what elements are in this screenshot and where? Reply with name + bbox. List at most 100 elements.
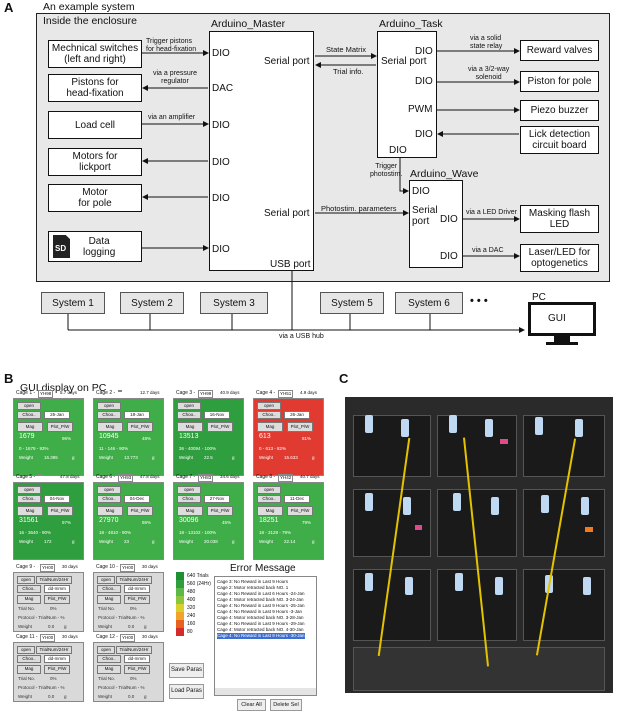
cage-choose-select[interactable]: Choo..: [257, 411, 281, 419]
error-list-item[interactable]: Cage 3: No Reward in Last 9 Hours: [217, 579, 289, 584]
cage-plot-button[interactable]: Plot_P/W: [207, 422, 233, 432]
error-scrollbar[interactable]: [215, 688, 316, 695]
error-list-item[interactable]: Cage 4: Motor retracted back NO. 3-24-Ja…: [217, 597, 304, 602]
cage-mouse-id[interactable]: YH00: [40, 634, 56, 642]
clear-all-button[interactable]: Clear All: [237, 699, 266, 711]
cage-plot-button[interactable]: Plot_P/W: [287, 506, 313, 516]
cage-trialnum-button[interactable]: TrialNum/24Hr: [36, 646, 72, 654]
cage-percent: 0%: [130, 606, 137, 611]
cage-mag-button[interactable]: Mag: [177, 506, 203, 516]
cage-open-button[interactable]: open: [17, 646, 35, 654]
cage-choose-select[interactable]: Choo..: [177, 411, 201, 419]
cage-plot-button[interactable]: Plot_P/W: [44, 665, 70, 674]
error-list-item[interactable]: Cage 4: No Reward in Last 9 Hours -29-Ja…: [217, 621, 305, 626]
cage-choose-select[interactable]: Choo..: [97, 585, 121, 593]
cage-plot-button[interactable]: Plot_P/W: [124, 595, 150, 604]
cage-trialnum-button[interactable]: TrialNum/24Hr: [36, 576, 72, 584]
cage-weight-label: Weight: [18, 694, 32, 699]
error-list-item[interactable]: Cage 4: Motor retracted back NO. 4-30-Ja…: [217, 627, 304, 632]
cage-percent: 0%: [130, 676, 137, 681]
cage-mouse-id[interactable]: YH93: [118, 474, 134, 482]
cage-open-button[interactable]: open: [17, 486, 41, 494]
cage-trialnum-button[interactable]: TrialNum/24Hr: [116, 576, 152, 584]
cage-date-field[interactable]: 18-Jan: [124, 411, 150, 419]
cage-mag-button[interactable]: Mag: [17, 506, 43, 516]
cage-open-button[interactable]: open: [177, 486, 201, 494]
cage-trialnum-button[interactable]: TrialNum/24Hr: [116, 646, 152, 654]
error-list-item[interactable]: Cage 4: No Reward in Last 6 Hours -24-Ja…: [217, 591, 305, 596]
cage-mouse-id[interactable]: YH51: [278, 390, 294, 398]
cage-open-button[interactable]: open: [177, 402, 201, 410]
error-list-item[interactable]: Cage 4: Motor retracted back NO. 3-28-Ja…: [217, 615, 304, 620]
legend-label: 640 Trials: [187, 573, 209, 579]
cage-date-field[interactable]: 04-Dec: [124, 495, 150, 503]
cage-open-button[interactable]: open: [97, 402, 121, 410]
cage-plot-button[interactable]: Plot_P/W: [47, 422, 73, 432]
cage-open-button[interactable]: open: [257, 402, 281, 410]
cage-plot-button[interactable]: Plot_P/W: [127, 506, 153, 516]
cage-name: Cage 2 -: [96, 390, 116, 396]
cage-mag-button[interactable]: Mag: [17, 665, 41, 674]
cage-date-field[interactable]: 26-Jan: [284, 411, 310, 419]
cage-mag-button[interactable]: Mag: [257, 422, 283, 432]
cage-mag-button[interactable]: Mag: [177, 422, 203, 432]
cage-plot-button[interactable]: Plot_P/W: [287, 422, 313, 432]
cage-open-button[interactable]: open: [97, 646, 115, 654]
cage-mouse-id[interactable]: YH00: [120, 634, 136, 642]
cage-date-field[interactable]: 25-Jan: [44, 411, 70, 419]
monitor-stand-icon: [554, 336, 570, 342]
cage-choose-select[interactable]: Choo..: [177, 495, 201, 503]
cage-date-field[interactable]: 16-Nov: [204, 411, 230, 419]
save-paras-button[interactable]: Save Paras: [169, 663, 204, 678]
cage-mouse-id[interactable]: YH99: [198, 390, 214, 398]
cage-plot-button[interactable]: Plot_P/W: [124, 665, 150, 674]
cage-mouse-id[interactable]: YH00: [40, 564, 56, 572]
cage-choose-select[interactable]: Choo..: [17, 585, 41, 593]
cage-choose-select[interactable]: Choo..: [257, 495, 281, 503]
cage-plot-button[interactable]: Plot_P/W: [47, 506, 73, 516]
cage-choose-select[interactable]: Choo..: [97, 411, 121, 419]
cage-plot-button[interactable]: Plot_P/W: [207, 506, 233, 516]
cage-mouse-id[interactable]: YH83: [198, 474, 214, 482]
cage-mag-button[interactable]: Mag: [17, 422, 43, 432]
cage-plot-button[interactable]: Plot_P/W: [127, 422, 153, 432]
delete-sel-button[interactable]: Delete Sel: [270, 699, 302, 711]
cage-mag-button[interactable]: Mag: [97, 506, 123, 516]
error-list-item[interactable]: Cage 4: No Reward in Last 9 Hours -25-Ja…: [217, 603, 305, 608]
cage-open-button[interactable]: open: [97, 576, 115, 584]
cage-mouse-id[interactable]: YH42: [278, 474, 294, 482]
cage-mouse-id[interactable]: YH98: [38, 390, 54, 398]
cage-open-button[interactable]: open: [257, 486, 281, 494]
cage-choose-select[interactable]: Choo..: [17, 495, 41, 503]
cage-mouse-id[interactable]: [38, 474, 42, 476]
cage-days: 47.8 days: [60, 474, 80, 479]
cage-mag-button[interactable]: Mag: [97, 665, 121, 674]
cage-choose-select[interactable]: Choo..: [97, 495, 121, 503]
cage-mag-button[interactable]: Mag: [17, 595, 41, 604]
cage-mouse-id[interactable]: [118, 390, 122, 392]
cage-choose-select[interactable]: Choo..: [17, 411, 41, 419]
error-list-item[interactable]: Cage 2: Motor retracted back NO. 1: [217, 585, 289, 590]
cage-trial-no: Trial No.: [18, 606, 35, 611]
cage-open-button[interactable]: open: [17, 576, 35, 584]
cage-date-field[interactable]: dd-mmm: [124, 585, 150, 593]
cage-mag-button[interactable]: Mag: [97, 422, 123, 432]
cage-date-field[interactable]: dd-mmm: [124, 655, 150, 663]
cage-date-field[interactable]: dd-mmm: [44, 585, 70, 593]
cage-mouse-id[interactable]: YH00: [120, 564, 136, 572]
cage-date-field[interactable]: dd-mmm: [44, 655, 70, 663]
cage-plot-button[interactable]: Plot_P/W: [44, 595, 70, 604]
cage-open-button[interactable]: open: [17, 402, 41, 410]
cage-open-button[interactable]: open: [97, 486, 121, 494]
cage-mag-button[interactable]: Mag: [257, 506, 283, 516]
cage-mag-button[interactable]: Mag: [97, 595, 121, 604]
cage-choose-select[interactable]: Choo..: [17, 655, 41, 663]
cage-date-field[interactable]: 27-Nov: [204, 495, 230, 503]
load-paras-button[interactable]: Load Paras: [169, 684, 204, 699]
cage-date-field[interactable]: 04-Nov: [44, 495, 70, 503]
cage-date-field[interactable]: 11-Dec: [284, 495, 310, 503]
error-list-item[interactable]: Cage 4: No Reward in Last 9 Hours -3-Jan: [217, 609, 303, 614]
error-list-item[interactable]: Cage 4: No Reward in Last 9 Hours -30-Ja…: [217, 633, 305, 639]
cage-choose-select[interactable]: Choo..: [97, 655, 121, 663]
